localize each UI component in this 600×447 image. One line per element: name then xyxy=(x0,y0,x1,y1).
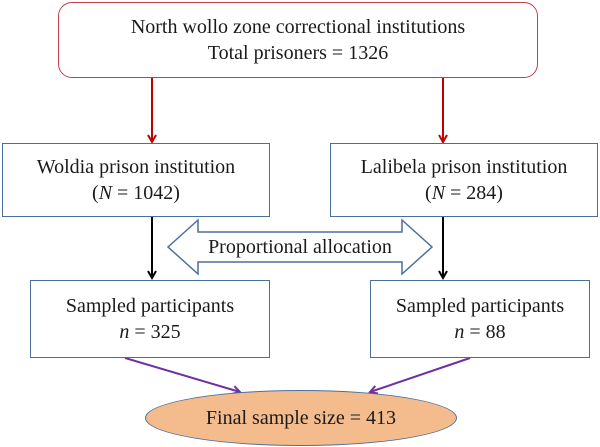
sample-left-title: Sampled participants xyxy=(65,295,235,317)
double-arrow-shape xyxy=(166,218,434,276)
woldia-count: (N = 1042) xyxy=(92,182,180,204)
lalibela-title: Lalibela prison institution xyxy=(360,156,568,178)
top-box: North wollo zone correctional institutio… xyxy=(58,2,538,78)
lalibela-box: Lalibela prison institution (N = 284) xyxy=(330,143,598,217)
arrow-left-sample-to-final xyxy=(124,357,240,392)
allocation-label: Proportional allocation xyxy=(208,236,392,258)
woldia-title: Woldia prison institution xyxy=(36,156,236,178)
sample-left-count: n = 325 xyxy=(119,321,181,343)
arrow-right-sample-to-final xyxy=(370,357,471,392)
lalibela-count: (N = 284) xyxy=(425,182,503,204)
sample-right-count: n = 88 xyxy=(454,321,506,343)
final-sample-ellipse: Final sample size = 413 xyxy=(145,390,457,446)
woldia-box: Woldia prison institution (N = 1042) xyxy=(2,143,270,217)
sample-right-title: Sampled participants xyxy=(395,295,565,317)
top-box-total: Total prisoners = 1326 xyxy=(207,42,389,64)
sample-right-box: Sampled participants n = 88 xyxy=(370,280,590,358)
sample-left-box: Sampled participants n = 325 xyxy=(30,280,270,358)
final-sample-label: Final sample size = 413 xyxy=(205,406,397,429)
top-box-title: North wollo zone correctional institutio… xyxy=(130,16,466,38)
